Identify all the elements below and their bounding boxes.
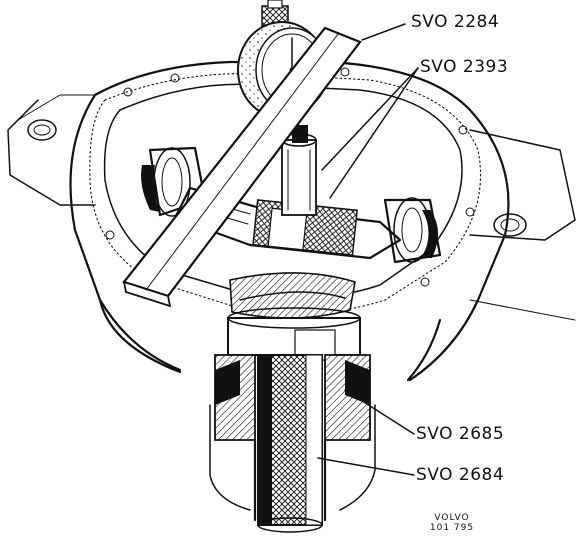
differential-housing (7, 60, 576, 511)
straight-edge-bar (122, 26, 362, 308)
leader-lines (317, 23, 419, 476)
support-sleeve-svo-2685 (214, 307, 371, 441)
gauge-plunger (281, 125, 317, 216)
callout-svo-2685: SVO 2685 (416, 424, 504, 444)
callout-svo-2684: SVO 2684 (416, 465, 504, 485)
callout-svo-2393: SVO 2393 (420, 57, 508, 77)
callout-svo-2284: SVO 2284 (411, 12, 499, 32)
stamp-brand: VOLVO (434, 513, 469, 523)
cross-shaft-assembly (141, 146, 442, 264)
knurled-tool-svo-2684 (253, 354, 327, 533)
pinion-gear (229, 272, 356, 319)
stamp-number: 101 795 (430, 523, 474, 533)
